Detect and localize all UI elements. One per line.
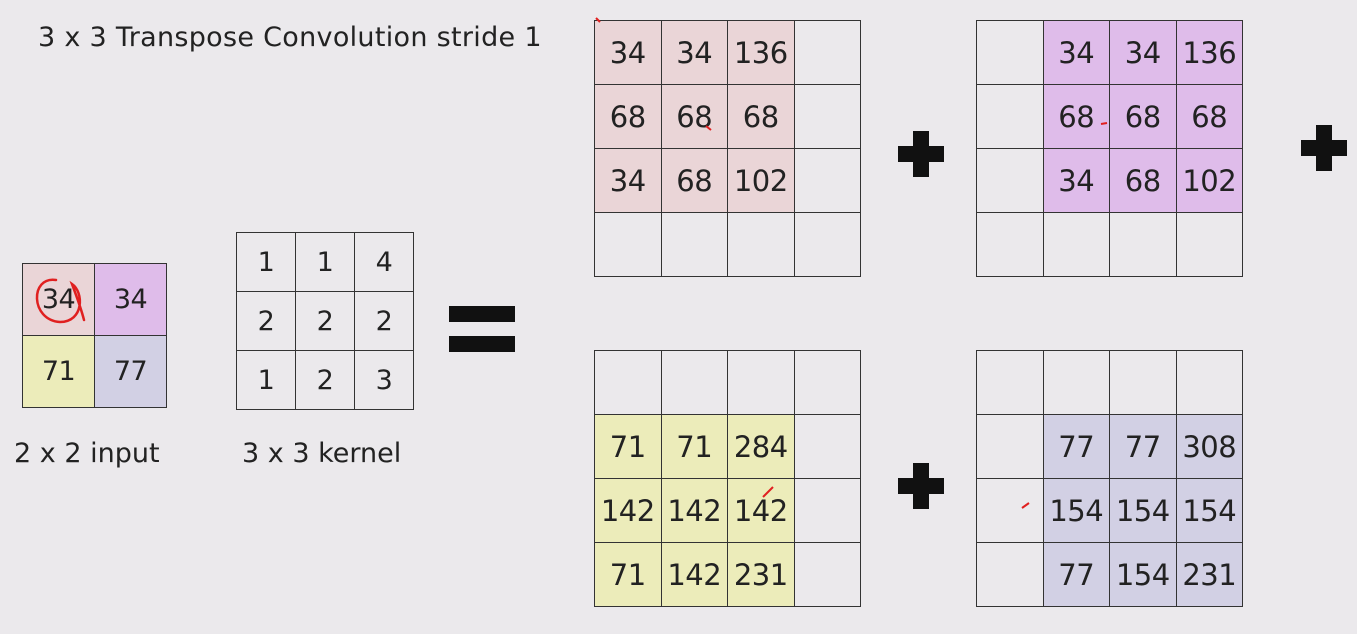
kernel-cell: 1 — [237, 233, 296, 292]
input-label: 2 x 2 input — [14, 438, 160, 469]
empty-cell — [1043, 351, 1110, 415]
output-cell: 68 — [728, 85, 795, 149]
plus-sign-right — [1301, 125, 1347, 171]
empty-cell — [661, 213, 728, 277]
kernel-cell: 2 — [237, 292, 296, 351]
input-cell: 34 — [95, 264, 167, 336]
empty-cell — [977, 415, 1044, 479]
output-cell: 68 — [1043, 85, 1110, 149]
slide-title: 3 x 3 Transpose Convolution stride 1 — [38, 22, 542, 53]
output-cell: 34 — [661, 21, 728, 85]
output-cell: 77 — [1110, 415, 1177, 479]
output-cell: 71 — [595, 415, 662, 479]
empty-cell — [595, 351, 662, 415]
empty-cell — [595, 213, 662, 277]
kernel-cell: 2 — [355, 292, 414, 351]
output-cell: 68 — [1110, 85, 1177, 149]
empty-cell — [1176, 351, 1243, 415]
output-cell: 102 — [1176, 149, 1243, 213]
output-cell: 154 — [1110, 479, 1177, 543]
kernel-cell: 2 — [296, 351, 355, 410]
output-cell: 102 — [728, 149, 795, 213]
output-cell: 136 — [728, 21, 795, 85]
output-cell: 77 — [1043, 543, 1110, 607]
empty-cell — [977, 543, 1044, 607]
output-cell: 68 — [661, 149, 728, 213]
empty-cell — [977, 85, 1044, 149]
equals-sign — [449, 306, 515, 352]
output-cell: 142 — [661, 479, 728, 543]
empty-cell — [794, 149, 861, 213]
kernel-cell: 3 — [355, 351, 414, 410]
output-cell: 68 — [1176, 85, 1243, 149]
input-cell: 34 — [23, 264, 95, 336]
kernel-cell: 1 — [237, 351, 296, 410]
kernel-cell: 2 — [296, 292, 355, 351]
output-cell: 71 — [661, 415, 728, 479]
output-cell: 231 — [1176, 543, 1243, 607]
empty-cell — [977, 351, 1044, 415]
output-cell: 68 — [595, 85, 662, 149]
empty-cell — [1176, 213, 1243, 277]
empty-cell — [794, 351, 861, 415]
empty-cell — [977, 479, 1044, 543]
output-cell: 71 — [595, 543, 662, 607]
empty-cell — [977, 21, 1044, 85]
empty-cell — [794, 21, 861, 85]
output-cell: 154 — [1176, 479, 1243, 543]
output-cell: 231 — [728, 543, 795, 607]
output-cell: 136 — [1176, 21, 1243, 85]
kernel-cell: 4 — [355, 233, 414, 292]
input-cell: 71 — [23, 336, 95, 408]
kernel-label: 3 x 3 kernel — [242, 438, 402, 469]
output-cell: 154 — [1043, 479, 1110, 543]
empty-cell — [728, 213, 795, 277]
empty-cell — [1110, 351, 1177, 415]
output-cell: 34 — [1110, 21, 1177, 85]
output-cell: 154 — [1110, 543, 1177, 607]
empty-cell — [794, 85, 861, 149]
empty-cell — [794, 479, 861, 543]
empty-cell — [661, 351, 728, 415]
output-cell: 142 — [595, 479, 662, 543]
kernel-cell: 1 — [296, 233, 355, 292]
empty-cell — [794, 415, 861, 479]
plus-sign-bottom — [898, 463, 944, 509]
output-cell: 34 — [595, 21, 662, 85]
output-cell: 142 — [728, 479, 795, 543]
empty-cell — [794, 543, 861, 607]
output-cell: 142 — [661, 543, 728, 607]
empty-cell — [1110, 213, 1177, 277]
output-cell: 34 — [1043, 21, 1110, 85]
plus-sign-top — [898, 131, 944, 177]
output-cell: 308 — [1176, 415, 1243, 479]
output-cell: 68 — [1110, 149, 1177, 213]
output-cell: 284 — [728, 415, 795, 479]
output-cell: 34 — [1043, 149, 1110, 213]
input-cell: 77 — [95, 336, 167, 408]
output-cell: 34 — [595, 149, 662, 213]
output-cell: 77 — [1043, 415, 1110, 479]
empty-cell — [977, 213, 1044, 277]
empty-cell — [728, 351, 795, 415]
output-cell: 68 — [661, 85, 728, 149]
empty-cell — [977, 149, 1044, 213]
empty-cell — [1043, 213, 1110, 277]
empty-cell — [794, 213, 861, 277]
